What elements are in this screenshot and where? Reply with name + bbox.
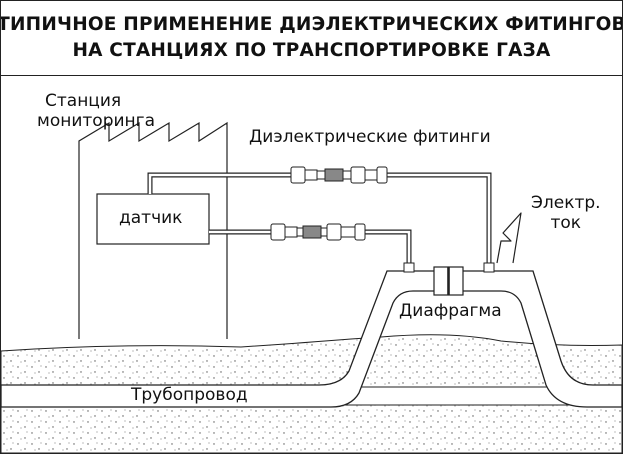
- riser-cap-left: [403, 262, 415, 273]
- sensor-label: датчик: [119, 208, 183, 228]
- current-label: Электр. ток: [531, 193, 601, 233]
- riser-cap-right: [483, 262, 495, 273]
- dielectric-fitting-lower: [270, 223, 366, 241]
- sensor-box: [96, 193, 210, 245]
- station-label: Станция мониторинга: [37, 91, 155, 131]
- station-label-line1: Станция: [45, 91, 122, 111]
- upper-ground-layer: [1, 334, 622, 388]
- title-block: ТИПИЧНОЕ ПРИМЕНЕНИЕ ДИЭЛЕКТРИЧЕСКИХ ФИТИ…: [1, 1, 622, 76]
- fittings-label: Диэлектрические фитинги: [249, 127, 491, 147]
- title-line-2: НА СТАНЦИЯХ ПО ТРАНСПОРТИРОВКЕ ГАЗА: [72, 40, 551, 61]
- pipeline-shape: [1, 270, 622, 408]
- diaphragm-label: Диафрагма: [399, 301, 502, 321]
- title-line-1: ТИПИЧНОЕ ПРИМЕНЕНИЕ ДИЭЛЕКТРИЧЕСКИХ ФИТИ…: [0, 14, 623, 35]
- current-label-line2: ток: [550, 213, 582, 233]
- electric-current-arrow: [496, 212, 522, 264]
- station-label-line2: мониторинга: [37, 111, 155, 131]
- current-label-line1: Электр.: [531, 193, 601, 213]
- diaphragm-flange: [433, 266, 464, 296]
- lower-ground-layer: [1, 404, 622, 453]
- dielectric-fitting-upper: [290, 166, 388, 184]
- pipeline-label: Трубопровод: [131, 385, 248, 405]
